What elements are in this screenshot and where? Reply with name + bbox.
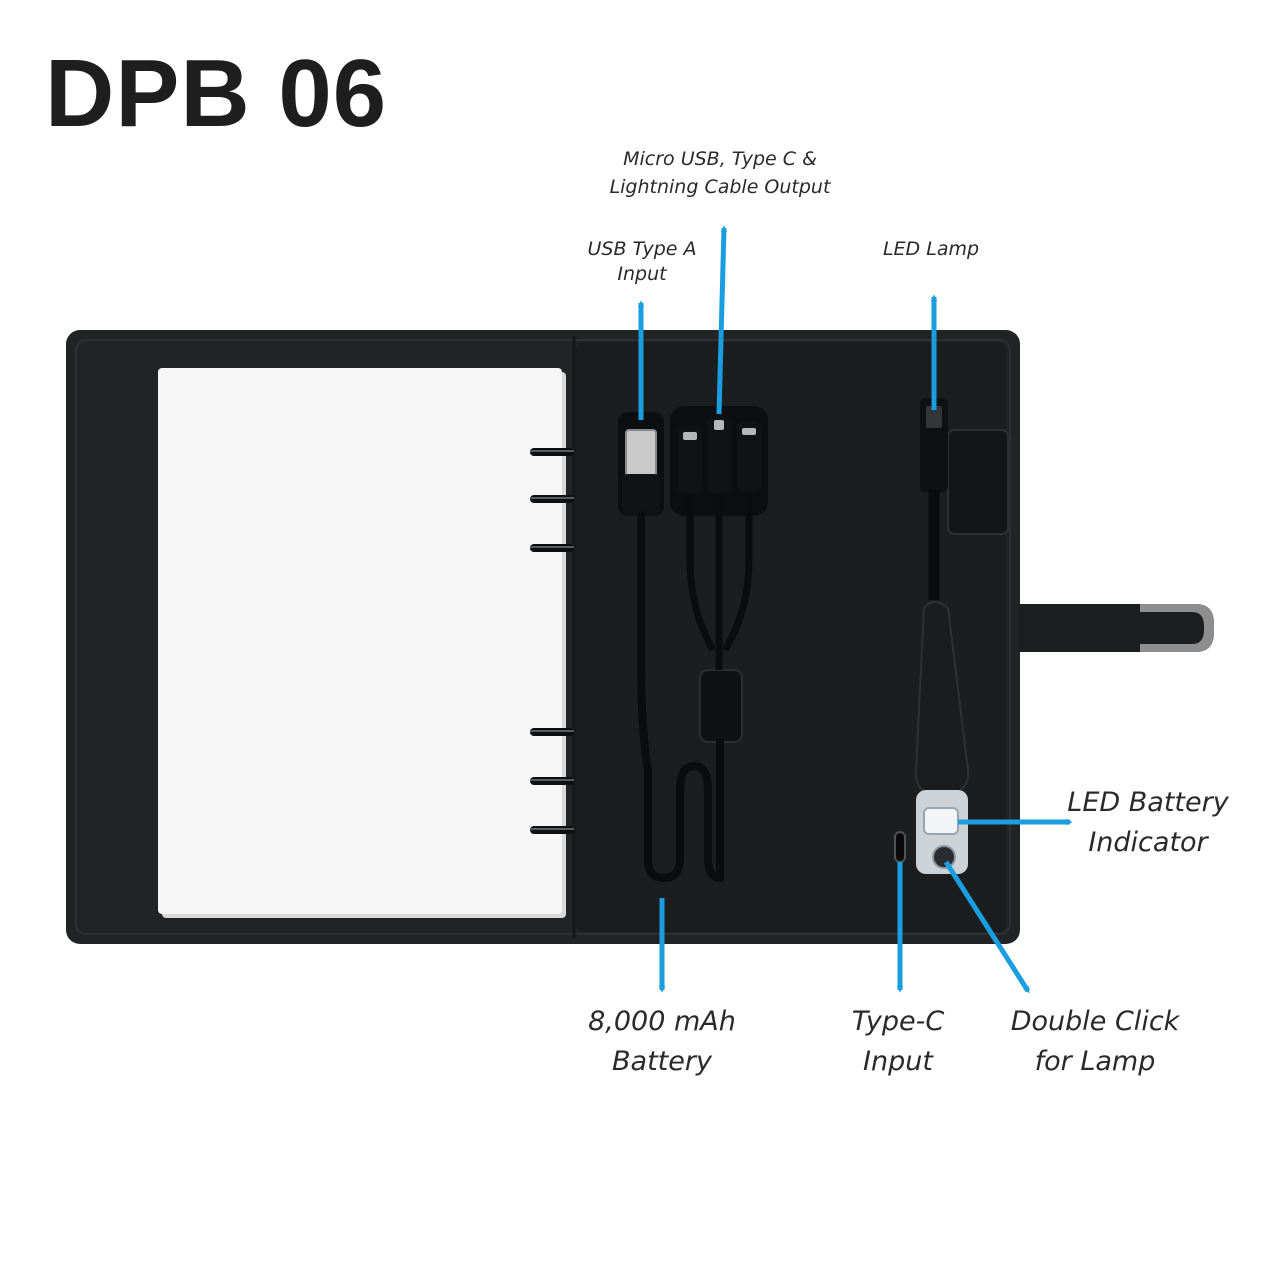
binder-ring xyxy=(530,777,574,785)
callout-led-indicator-line1: LED Battery xyxy=(1067,787,1229,818)
lamp-handle xyxy=(914,601,970,795)
usb-type-a-plug-body xyxy=(622,474,660,516)
cable-wire-right xyxy=(721,492,753,652)
callout-battery: 8,000 mAh Battery xyxy=(550,1002,774,1082)
callout-type-c-input-line2: Input xyxy=(863,1046,933,1077)
binder-ring xyxy=(530,448,574,456)
callout-type-c-input: Type-C Input xyxy=(818,1002,978,1082)
callout-cable-output: Micro USB, Type C & Lightning Cable Outp… xyxy=(580,145,860,201)
type-c-port xyxy=(894,831,906,863)
pen-loop-strap xyxy=(947,429,1009,535)
lightning-plug xyxy=(707,416,731,494)
arrow-double-click xyxy=(943,860,1031,994)
callout-cable-output-line2: Lightning Cable Output xyxy=(609,176,831,198)
callout-type-c-input-line1: Type-C xyxy=(851,1006,945,1037)
three-in-one-cable xyxy=(670,406,768,882)
callout-usb-input-line1: USB Type A xyxy=(587,238,697,260)
usb-type-a-cable xyxy=(618,412,724,883)
binder-ring xyxy=(530,826,574,834)
led-battery-indicator xyxy=(923,807,959,835)
callout-led-indicator: LED Battery Indicator xyxy=(1050,783,1246,863)
callout-led-lamp: LED Lamp xyxy=(856,235,1006,263)
callout-usb-input: USB Type A Input xyxy=(560,235,724,285)
binder-ring xyxy=(530,728,574,736)
cable-splitter xyxy=(699,669,743,743)
callout-usb-input-line2: Input xyxy=(617,263,667,285)
callout-double-click-line2: for Lamp xyxy=(1034,1046,1156,1077)
cable-wire-left xyxy=(686,494,717,652)
led-lamp xyxy=(914,398,970,874)
lamp-button xyxy=(932,845,956,869)
micro-usb-plug xyxy=(737,422,761,492)
callout-double-click-line1: Double Click xyxy=(1010,1006,1180,1037)
arrow-cable-output xyxy=(716,225,728,415)
usb-type-a-connector xyxy=(625,429,657,477)
binder-rings xyxy=(530,448,574,834)
usb-cable-wire xyxy=(637,511,652,864)
type-c-plug xyxy=(678,426,702,494)
notebook xyxy=(158,368,566,918)
callout-battery-line2: Battery xyxy=(612,1046,712,1077)
case-stitching xyxy=(75,339,1011,935)
callout-battery-line1: 8,000 mAh xyxy=(588,1006,736,1037)
callout-led-indicator-line2: Indicator xyxy=(1088,827,1208,858)
battery-cable-loop xyxy=(644,761,724,883)
binder-ring xyxy=(530,544,574,552)
callout-led-lamp-line1: LED Lamp xyxy=(882,238,980,260)
callout-cable-output-line1: Micro USB, Type C & xyxy=(623,148,817,170)
callout-double-click: Double Click for Lamp xyxy=(990,1002,1200,1082)
closure-tab xyxy=(1018,604,1214,652)
binder-ring xyxy=(530,495,574,503)
callout-arrows xyxy=(637,225,1073,994)
notebook-paper xyxy=(158,368,562,914)
product-title: DPB 06 xyxy=(45,40,388,147)
